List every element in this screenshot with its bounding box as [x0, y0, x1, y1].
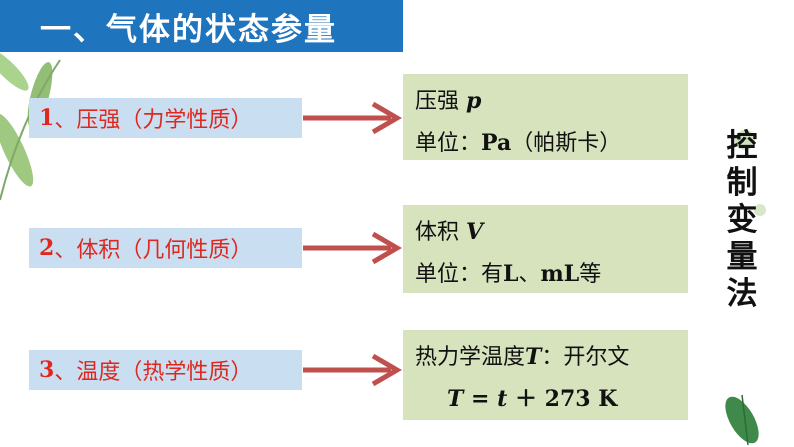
label-text: 、温度（热学性质） [54, 360, 253, 385]
info-text: 体积 [415, 220, 466, 245]
info-line-2: 单位：Pa（帕斯卡） [415, 122, 676, 164]
label-number: 3 [39, 357, 55, 383]
info-line-2: 单位：有L、mL等 [415, 253, 676, 295]
unit-prefix: 单位： [415, 131, 482, 156]
symbol-p: p [466, 88, 482, 114]
side-char: 制 [726, 165, 758, 201]
unit-sep: 、 [518, 262, 541, 287]
side-vertical-text: 控 制 变 量 法 [722, 128, 762, 313]
info-suffix: ：开尔文 [541, 345, 630, 370]
info-line-1: 体积 V [415, 211, 676, 253]
side-char: 变 [726, 202, 758, 238]
unit-pa: Pa [481, 130, 512, 156]
formula-rest: ＋ 273 K [507, 386, 618, 412]
label-number: 2 [39, 235, 55, 261]
label-number: 1 [39, 105, 55, 131]
formula-t: t [497, 386, 508, 412]
symbol-v: V [466, 219, 484, 245]
info-volume: 体积 V 单位：有L、mL等 [403, 205, 688, 293]
label-text: 、压强（力学性质） [54, 108, 253, 133]
formula-eq: = [463, 386, 498, 412]
info-text: 压强 [415, 89, 466, 114]
side-char: 量 [726, 239, 758, 275]
unit-ml: mL [540, 261, 580, 287]
info-temperature: 热力学温度T：开尔文 T = t ＋ 273 K [403, 330, 688, 420]
formula-T: T [447, 386, 464, 412]
info-line-1: 压强 p [415, 80, 676, 122]
unit-l: L [503, 261, 519, 287]
info-text: 热力学温度 [415, 345, 526, 370]
unit-suffix: 等 [579, 262, 602, 287]
label-pressure: 1、压强（力学性质） [29, 98, 302, 138]
symbol-t: T [525, 344, 542, 370]
info-pressure: 压强 p 单位：Pa（帕斯卡） [403, 74, 688, 160]
arrow-right-icon [303, 231, 402, 265]
slide-title: 一、气体的状态参量 [40, 11, 337, 48]
label-temperature: 3、温度（热学性质） [29, 350, 302, 390]
formula-line: T = t ＋ 273 K [415, 378, 676, 420]
side-char: 法 [726, 276, 758, 312]
arrow-right-icon [303, 101, 402, 135]
unit-suffix: （帕斯卡） [511, 131, 622, 156]
label-text: 、体积（几何性质） [54, 238, 253, 263]
title-bar: 一、气体的状态参量 [0, 0, 403, 52]
arrow-right-icon [303, 353, 402, 387]
label-volume: 2、体积（几何性质） [29, 228, 302, 268]
unit-prefix: 单位：有 [415, 262, 504, 287]
info-line-1: 热力学温度T：开尔文 [415, 336, 676, 378]
side-char: 控 [726, 128, 758, 164]
